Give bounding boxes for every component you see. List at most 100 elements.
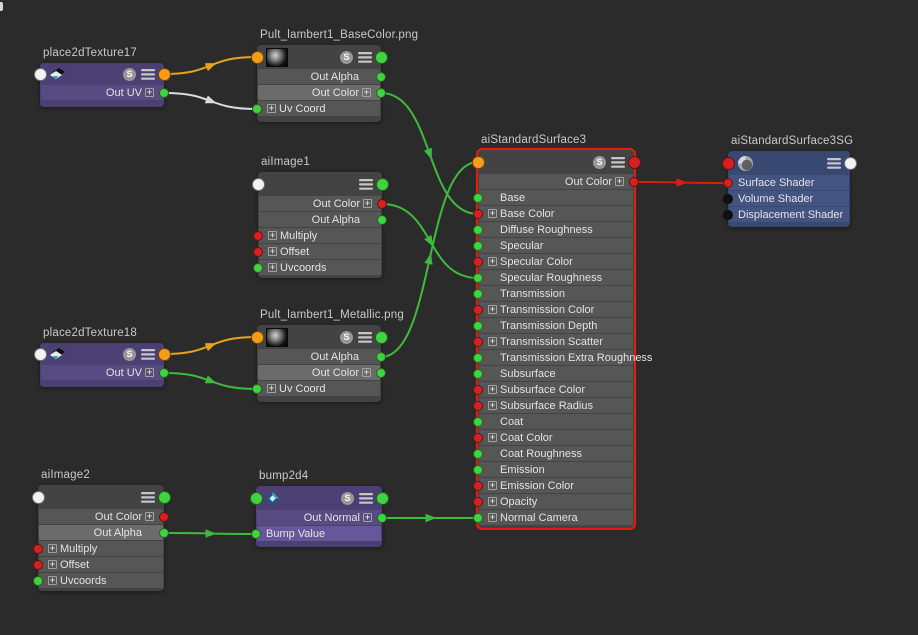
port-pult-lambert1-metallic-png-out-alpha[interactable] bbox=[376, 352, 386, 362]
expand-icon[interactable]: + bbox=[268, 246, 277, 256]
menu-icon[interactable] bbox=[141, 68, 155, 80]
port-pult-lambert1-basecolor-png-uv-coord[interactable] bbox=[252, 104, 262, 114]
port-aiimage2-out-alpha[interactable] bbox=[159, 528, 169, 538]
port-aistandardsurface3-specular[interactable] bbox=[473, 241, 483, 251]
port-aistandardsurface3-transmission[interactable] bbox=[473, 289, 483, 299]
expand-icon[interactable]: + bbox=[615, 176, 624, 186]
port-aistandardsurface3-input[interactable] bbox=[471, 155, 485, 169]
port-pult-lambert1-metallic-png-output[interactable] bbox=[374, 330, 388, 344]
port-aistandardsurface3-specular-roughness[interactable] bbox=[473, 273, 483, 283]
expand-icon[interactable]: + bbox=[48, 575, 57, 585]
menu-icon[interactable] bbox=[141, 348, 155, 360]
expand-icon[interactable]: + bbox=[145, 367, 154, 377]
menu-icon[interactable] bbox=[358, 331, 372, 343]
port-aiimage2-input[interactable] bbox=[31, 490, 45, 504]
port-aistandardsurface3sg-volume-shader[interactable] bbox=[723, 194, 733, 204]
menu-icon[interactable] bbox=[359, 178, 373, 190]
expand-icon[interactable]: + bbox=[488, 432, 497, 442]
expand-icon[interactable]: + bbox=[488, 208, 497, 218]
port-aiimage1-output[interactable] bbox=[375, 177, 389, 191]
expand-icon[interactable]: + bbox=[488, 384, 497, 394]
port-aiimage1-offset[interactable] bbox=[253, 247, 263, 257]
expand-icon[interactable]: + bbox=[145, 511, 154, 521]
port-aistandardsurface3-opacity[interactable] bbox=[473, 497, 483, 507]
port-aistandardsurface3-subsurface[interactable] bbox=[473, 369, 483, 379]
port-aistandardsurface3-normal-camera[interactable] bbox=[473, 513, 483, 523]
expand-icon[interactable]: + bbox=[362, 87, 371, 97]
expand-icon[interactable]: + bbox=[363, 512, 372, 522]
expand-icon[interactable]: + bbox=[267, 103, 276, 113]
port-aistandardsurface3sg-output[interactable] bbox=[843, 156, 857, 170]
port-aistandardsurface3-diffuse-roughness[interactable] bbox=[473, 225, 483, 235]
expand-icon[interactable]: + bbox=[145, 87, 154, 97]
port-aistandardsurface3-transmission-depth[interactable] bbox=[473, 321, 483, 331]
swatch-badge[interactable]: S bbox=[123, 347, 136, 361]
port-aiimage2-out-color[interactable] bbox=[159, 512, 169, 522]
port-aiimage1-multiply[interactable] bbox=[253, 231, 263, 241]
port-place2dtexture17-output[interactable] bbox=[157, 67, 171, 81]
port-place2dtexture17-out-uv[interactable] bbox=[159, 88, 169, 98]
port-pult-lambert1-metallic-png-uv-coord[interactable] bbox=[252, 384, 262, 394]
port-aiimage2-offset[interactable] bbox=[33, 560, 43, 570]
swatch-badge[interactable]: S bbox=[341, 491, 354, 505]
port-place2dtexture18-input[interactable] bbox=[33, 347, 47, 361]
port-aistandardsurface3-out-color[interactable] bbox=[629, 177, 639, 187]
expand-icon[interactable]: + bbox=[488, 400, 497, 410]
port-aistandardsurface3-emission[interactable] bbox=[473, 465, 483, 475]
port-place2dtexture18-out-uv[interactable] bbox=[159, 368, 169, 378]
port-aistandardsurface3-emission-color[interactable] bbox=[473, 481, 483, 491]
port-aistandardsurface3-transmission-color[interactable] bbox=[473, 305, 483, 315]
port-place2dtexture17-input[interactable] bbox=[33, 67, 47, 81]
port-pult-lambert1-basecolor-png-out-color[interactable] bbox=[376, 88, 386, 98]
port-bump2d4-out-normal[interactable] bbox=[377, 513, 387, 523]
menu-icon[interactable] bbox=[141, 491, 155, 503]
expand-icon[interactable]: + bbox=[363, 198, 372, 208]
port-aistandardsurface3sg-input[interactable] bbox=[721, 156, 735, 170]
port-aistandardsurface3-coat[interactable] bbox=[473, 417, 483, 427]
expand-icon[interactable]: + bbox=[267, 383, 276, 393]
port-aiimage1-out-color[interactable] bbox=[377, 199, 387, 209]
swatch-badge[interactable]: S bbox=[340, 50, 353, 64]
port-aiimage1-out-alpha[interactable] bbox=[377, 215, 387, 225]
expand-icon[interactable]: + bbox=[488, 336, 497, 346]
menu-icon[interactable] bbox=[358, 51, 372, 63]
port-pult-lambert1-metallic-png-input[interactable] bbox=[250, 330, 264, 344]
swatch-badge[interactable]: S bbox=[340, 330, 353, 344]
expand-icon[interactable]: + bbox=[268, 262, 277, 272]
swatch-badge[interactable]: S bbox=[123, 67, 136, 81]
expand-icon[interactable]: + bbox=[488, 256, 497, 266]
port-pult-lambert1-metallic-png-out-color[interactable] bbox=[376, 368, 386, 378]
expand-icon[interactable]: + bbox=[488, 512, 497, 522]
swatch-badge[interactable]: S bbox=[593, 155, 606, 169]
expand-icon[interactable]: + bbox=[488, 304, 497, 314]
port-bump2d4-output[interactable] bbox=[375, 491, 389, 505]
menu-icon[interactable] bbox=[827, 157, 841, 169]
port-aistandardsurface3sg-surface-shader[interactable] bbox=[723, 178, 733, 188]
port-bump2d4-input[interactable] bbox=[249, 491, 263, 505]
port-aistandardsurface3-specular-color[interactable] bbox=[473, 257, 483, 267]
expand-icon[interactable]: + bbox=[268, 230, 277, 240]
port-aiimage2-multiply[interactable] bbox=[33, 544, 43, 554]
expand-icon[interactable]: + bbox=[488, 480, 497, 490]
expand-icon[interactable]: + bbox=[488, 496, 497, 506]
port-aiimage1-uvcoords[interactable] bbox=[253, 263, 263, 273]
port-pult-lambert1-basecolor-png-out-alpha[interactable] bbox=[376, 72, 386, 82]
port-aiimage2-uvcoords[interactable] bbox=[33, 576, 43, 586]
port-aistandardsurface3-coat-roughness[interactable] bbox=[473, 449, 483, 459]
expand-icon[interactable]: + bbox=[48, 559, 57, 569]
port-aistandardsurface3-output[interactable] bbox=[627, 155, 641, 169]
port-aistandardsurface3-subsurface-radius[interactable] bbox=[473, 401, 483, 411]
port-aistandardsurface3-transmission-scatter[interactable] bbox=[473, 337, 483, 347]
port-aistandardsurface3sg-displacement-shader[interactable] bbox=[723, 210, 733, 220]
port-aistandardsurface3-base[interactable] bbox=[473, 193, 483, 203]
expand-icon[interactable]: + bbox=[48, 543, 57, 553]
port-aiimage1-input[interactable] bbox=[251, 177, 265, 191]
port-aistandardsurface3-subsurface-color[interactable] bbox=[473, 385, 483, 395]
